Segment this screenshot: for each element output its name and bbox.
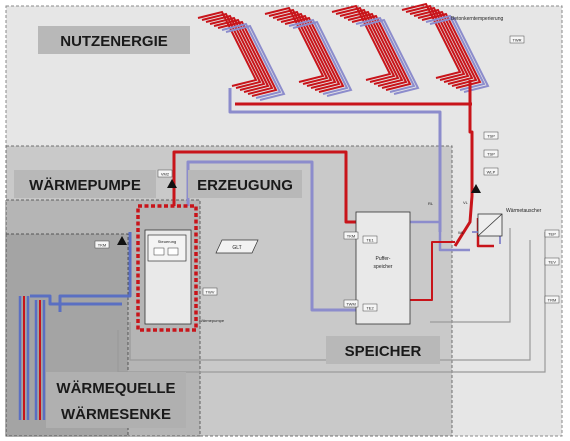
sensor-tag-box [362,235,378,244]
solar-collector [331,4,420,95]
svg-text:WÄRMEPUMPE: WÄRMEPUMPE [29,177,141,194]
svg-text:ERZEUGUNG: ERZEUGUNG [197,177,293,194]
solar-collectors [197,2,490,101]
rl-label: RL [428,201,434,206]
sensor-tag-box [483,149,499,158]
ground-probes [18,296,46,420]
sensor-tag-label: TEP [548,232,556,237]
steuerung-label: Steuerung [158,239,176,244]
sensor-tag-label: TKM [347,234,355,239]
sensor-tag-box [157,169,173,178]
svg-text:WÄRMESENKE: WÄRMESENKE [61,406,171,423]
sensor-tag-box [94,240,110,249]
section-nutzenergie: NUTZENERGIE [38,26,190,54]
pipes [18,80,501,420]
pump-icon [167,179,177,188]
sensor-tag-box [362,303,378,312]
sensor-tag-label: TEV [548,260,556,265]
sensor-tag-label: TWV [206,290,215,295]
sensor-tag-label: TSP [487,152,495,157]
sensor-tag-label: TE1 [366,238,374,243]
solar-collector [401,2,490,93]
sensor-tag-label: TWR [512,38,521,43]
sensor-tag-box [483,131,499,140]
sensor-tag-label: TKM [98,243,106,248]
svg-text:SPEICHER: SPEICHER [345,343,422,360]
waermepumpe-unit-label: Wärmepumpe [199,318,225,323]
collector-return-pipe [228,88,442,232]
sensor-tag-label: TWM [346,302,356,307]
puffer-label-2: speicher [374,264,393,270]
svg-text:WÄRMEQUELLE: WÄRMEQUELLE [56,380,175,397]
sensor-tag-label: WLP [487,170,496,175]
erzeugung-feed-pipe [172,150,356,224]
sensor-tag-box [544,295,560,304]
sensor-tag-box [202,287,218,296]
sensor-tag-box [483,167,499,176]
sensor-tag-label: VM2 [161,172,170,177]
sensor-tag-box [544,257,560,266]
section-waermepumpe: WÄRMEPUMPE [14,170,156,198]
solar-collector [197,10,286,101]
glt-box [215,239,259,254]
sensor-tag-label: TSP [487,134,495,139]
solar-collector [264,6,353,97]
sensor-tag-label: TRM [548,298,557,303]
waermetauscher-label: Wärmetauscher [506,208,542,214]
vl-label: VL [463,200,469,205]
sensor-tag-label: TE2 [366,306,374,311]
sensor-tag-box [509,35,525,44]
collector-feed-pipe [453,80,474,247]
section-waermequelle: WÄRMEQUELLE WÄRMESENKE [46,372,186,428]
sensor-tag-box [343,231,359,240]
pump-icon [471,184,481,193]
betonkern-label: Betonkerntemperierung [451,16,503,22]
waermepumpe-unit-outline [136,204,198,332]
pump-icons [117,179,481,245]
sensor-tag-box [544,229,560,238]
puffer-label-1: Puffer- [376,256,391,262]
svg-text:NUTZENERGIE: NUTZENERGIE [60,33,168,50]
pump-icon [117,236,127,245]
wl-label: WL [458,230,465,235]
waermetauscher [477,213,503,237]
section-erzeugung: ERZEUGUNG [188,170,302,198]
sensor-tag-box [343,299,359,308]
section-speicher: SPEICHER [326,336,440,364]
glt-label: GLT [232,245,241,251]
source-feed-pipe [30,294,122,306]
